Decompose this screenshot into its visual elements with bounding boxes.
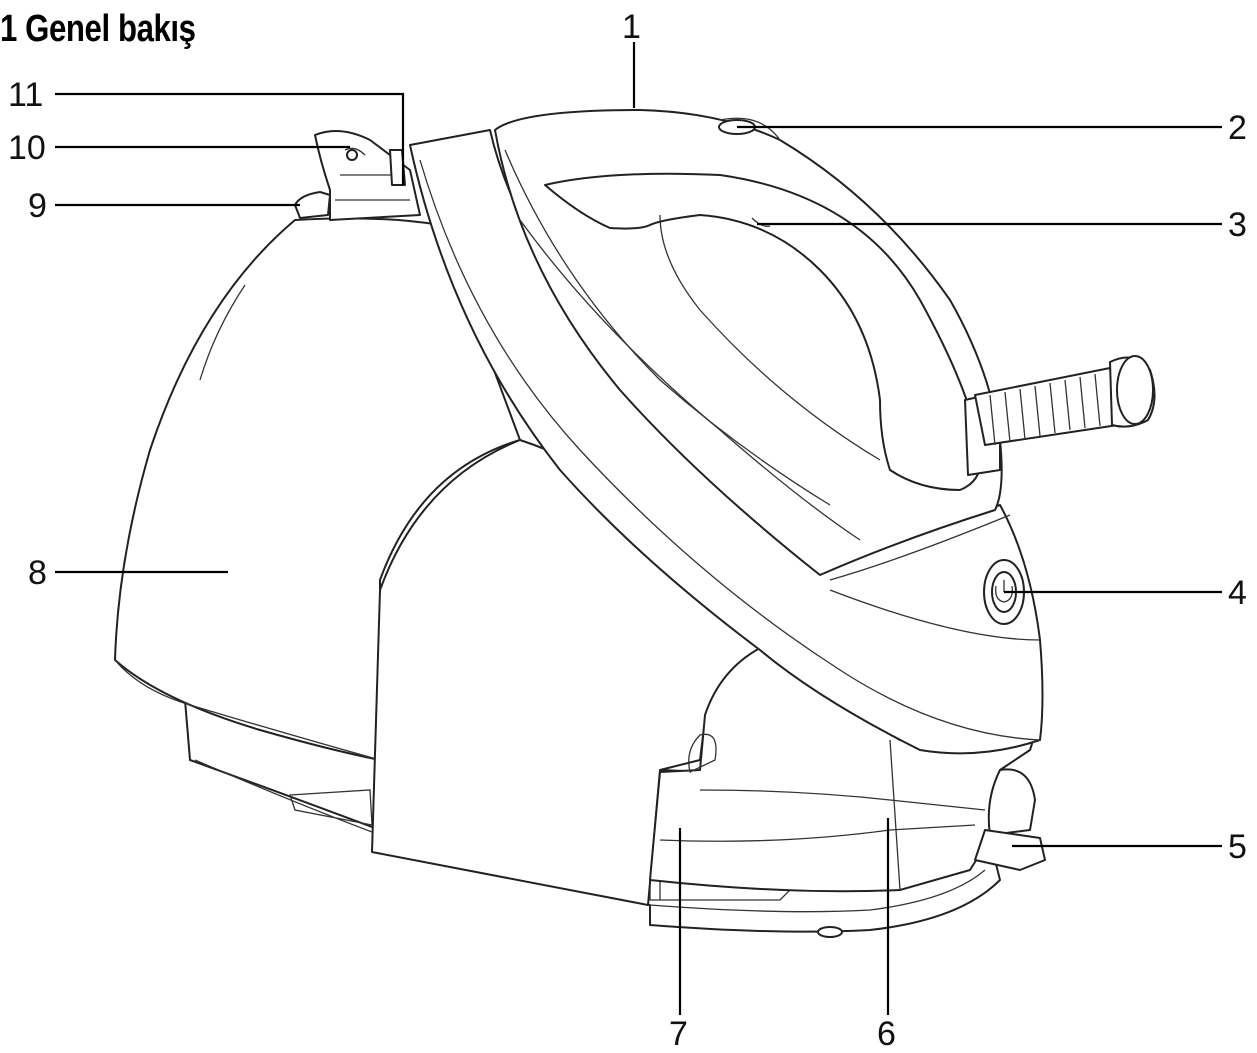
callout-2: 2 bbox=[1228, 109, 1247, 147]
callout-9: 9 bbox=[28, 187, 47, 225]
callout-6: 6 bbox=[877, 1015, 896, 1053]
section-heading: 1 Genel bakış bbox=[0, 8, 196, 50]
leader-lines bbox=[55, 42, 1222, 1015]
filling-cap bbox=[294, 130, 421, 221]
callout-10: 10 bbox=[8, 129, 46, 167]
callout-11: 11 bbox=[8, 76, 43, 114]
callout-5: 5 bbox=[1228, 828, 1247, 866]
steam-hose bbox=[964, 355, 1156, 476]
callout-1: 1 bbox=[622, 8, 641, 46]
callout-4: 4 bbox=[1228, 574, 1247, 612]
callout-7: 7 bbox=[669, 1015, 688, 1053]
callout-8: 8 bbox=[28, 554, 47, 592]
callout-3: 3 bbox=[1228, 206, 1247, 244]
